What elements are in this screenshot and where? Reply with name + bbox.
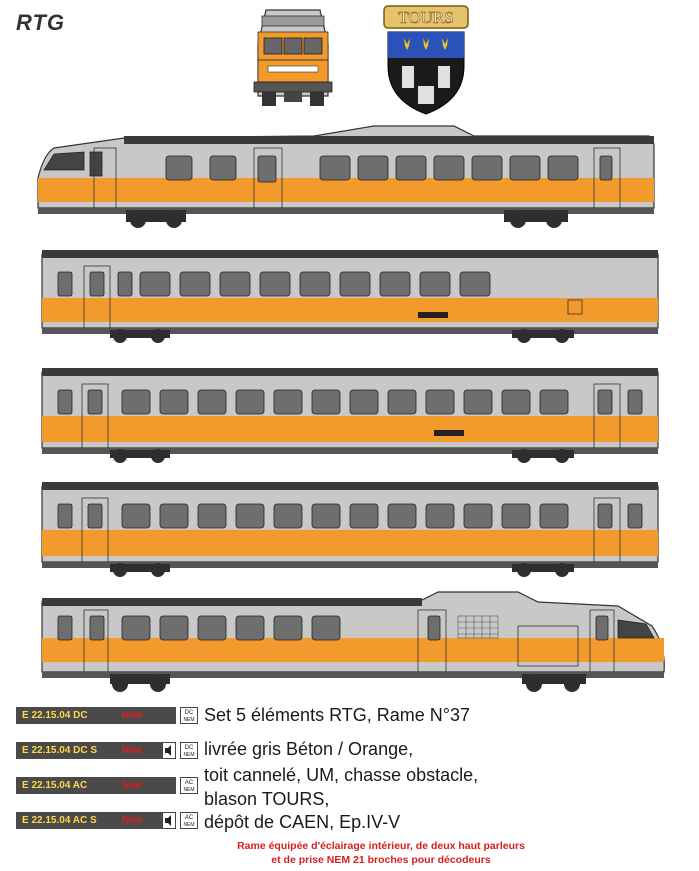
new-badge: New	[122, 710, 143, 721]
description-line: blason TOURS,	[204, 789, 330, 809]
svg-text:NEM: NEM	[183, 717, 194, 723]
product-code-row: E 22.15.04 DC New	[16, 707, 176, 724]
svg-text:AC: AC	[185, 815, 194, 821]
equipment-note: et de prise NEM 21 broches pour décodeur…	[271, 854, 491, 866]
dc-nem-icon: DC NEM	[180, 707, 198, 724]
description-line: toit cannelé, UM, chasse obstacle,	[204, 765, 479, 785]
description-line: dépôt de CAEN, Ep.IV-V	[204, 812, 401, 832]
new-badge: New	[122, 780, 143, 791]
speaker-icon	[162, 812, 176, 829]
train-car-4-coach	[41, 482, 659, 577]
new-badge: New	[122, 815, 143, 826]
tours-crest-image: TOURS	[383, 5, 469, 115]
brand-logo: RTG	[16, 10, 66, 35]
ac-nem-icon: AC NEM	[180, 777, 198, 794]
train-car-1-power-car	[37, 125, 655, 228]
product-code-row: E 22.15.04 AC New	[16, 777, 176, 794]
train-car-3-coach	[41, 368, 659, 463]
description-line: Set 5 éléments RTG, Rame N°37	[204, 705, 470, 725]
front-view-illustration	[253, 9, 333, 106]
svg-text:DC: DC	[185, 745, 194, 751]
description-line: livrée gris Béton / Orange,	[204, 739, 414, 759]
svg-text:NEM: NEM	[183, 752, 194, 758]
train-car-2-coach	[41, 250, 659, 343]
dc-nem-icon: DC NEM	[180, 742, 198, 759]
ac-nem-icon: AC NEM	[180, 812, 198, 829]
product-code: E 22.15.04 AC	[22, 780, 88, 791]
product-code: E 22.15.04 AC S	[22, 815, 97, 826]
svg-text:AC: AC	[185, 780, 194, 786]
new-badge: New	[122, 745, 143, 756]
speaker-icon	[162, 742, 176, 759]
product-code: E 22.15.04 DC	[22, 710, 88, 721]
product-code-row: E 22.15.04 DC S New	[16, 742, 176, 759]
train-car-5-power-car	[41, 591, 665, 692]
svg-text:DC: DC	[185, 710, 194, 716]
equipment-note: Rame équipée d'éclairage intérieur, de d…	[237, 840, 525, 852]
crest-city-label: TOURS	[398, 8, 453, 27]
svg-text:NEM: NEM	[183, 787, 194, 793]
product-code: E 22.15.04 DC S	[22, 745, 98, 756]
product-code-row: E 22.15.04 AC S New	[16, 812, 176, 829]
svg-text:NEM: NEM	[183, 822, 194, 828]
